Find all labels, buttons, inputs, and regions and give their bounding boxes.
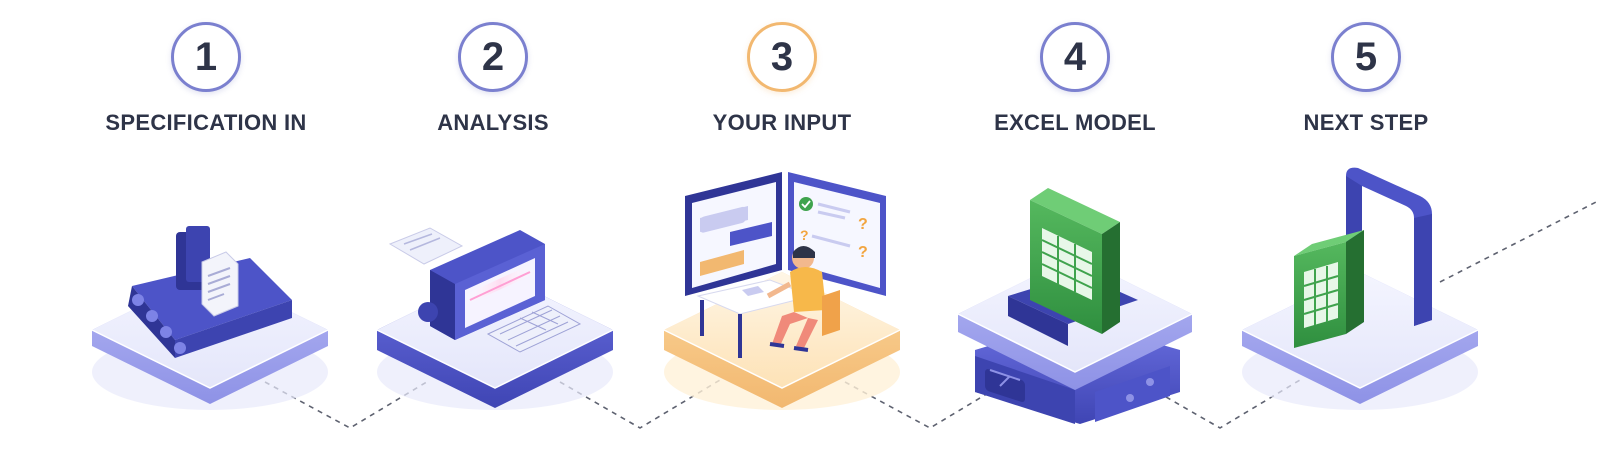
step-3-header: 3 YOUR INPUT	[642, 22, 922, 136]
step-5-label: NEXT STEP	[1303, 110, 1429, 135]
step-1-illustration	[91, 226, 329, 410]
step-4-header: 4 EXCEL MODEL	[935, 22, 1215, 136]
step-1-label: SPECIFICATION IN	[105, 110, 307, 135]
step-2-illustration	[376, 227, 614, 410]
step-2-header: 2 ANALYSIS	[353, 22, 633, 136]
step-3-number: 3	[770, 34, 794, 79]
svg-text:?: ?	[858, 244, 868, 261]
svg-text:?: ?	[858, 216, 868, 233]
svg-text:?: ?	[800, 227, 809, 243]
step-4-illustration	[957, 188, 1193, 424]
step-4-label: EXCEL MODEL	[994, 110, 1156, 135]
step-1-number: 1	[194, 34, 218, 79]
step-1-number-badge: 1	[171, 22, 241, 92]
step-2-number-badge: 2	[458, 22, 528, 92]
step-5-number: 5	[1354, 34, 1378, 79]
step-5-header: 5 NEXT STEP	[1226, 22, 1506, 136]
step-2-label: ANALYSIS	[437, 110, 549, 135]
step-1-header: 1 SPECIFICATION IN	[66, 22, 346, 136]
step-5-number-badge: 5	[1331, 22, 1401, 92]
step-3-label: YOUR INPUT	[712, 110, 852, 135]
step-4-number: 4	[1063, 34, 1087, 79]
dashed-connector	[264, 199, 1600, 429]
step-2-number: 2	[481, 34, 505, 79]
step-4-number-badge: 4	[1040, 22, 1110, 92]
step-3-illustration: ? ? ?	[663, 172, 901, 410]
step-3-number-badge: 3	[747, 22, 817, 92]
step-5-illustration	[1241, 167, 1479, 410]
